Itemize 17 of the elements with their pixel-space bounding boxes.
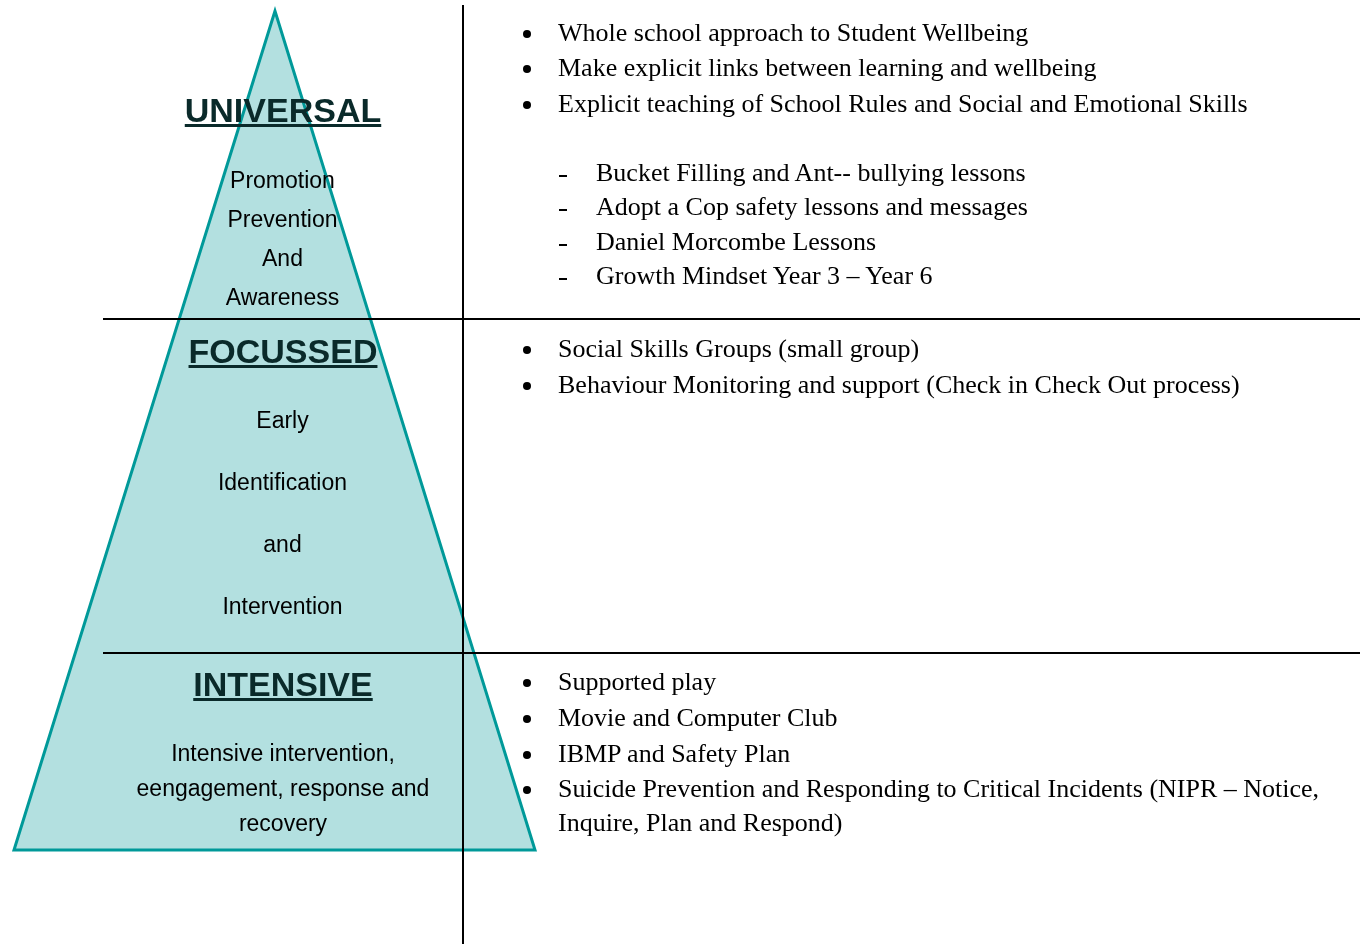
list-item: Suicide Prevention and Responding to Critical Incidents (NIPR – Notice, Inquire, Plan and Respond) — [558, 773, 1321, 839]
sub-list-item: Growth Mindset Year 3 – Year 6 — [596, 260, 934, 292]
sub-list-item: Bucket Filling and Ant-- bullying lessons — [596, 157, 1027, 189]
sub-list-item: Daniel Morcombe Lessons — [596, 226, 878, 258]
tier-heading: INTENSIVE — [192, 664, 374, 704]
list-item: IBMP and Safety Plan — [558, 738, 792, 770]
tier-heading: FOCUSSED — [187, 331, 379, 371]
list-item: Supported play — [558, 666, 718, 698]
list-item: Movie and Computer Club — [558, 702, 839, 734]
list-item: Explicit teaching of School Rules and Social and Emotional Skills — [558, 88, 1249, 120]
list-item: Behaviour Monitoring and support (Check in Check Out process) — [558, 369, 1241, 401]
list-item: Whole school approach to Student Wellbeing — [558, 17, 1030, 49]
tier-description: Early Identification and Intervention — [216, 406, 349, 621]
tier-description: Intensive intervention, eengagement, response and recovery — [135, 739, 431, 838]
sub-list-item: Adopt a Cop safety lessons and messages — [596, 191, 1029, 223]
list-item: Social Skills Groups (small group) — [558, 333, 921, 365]
list-item: Make explicit links between learning and wellbeing — [558, 52, 1098, 84]
